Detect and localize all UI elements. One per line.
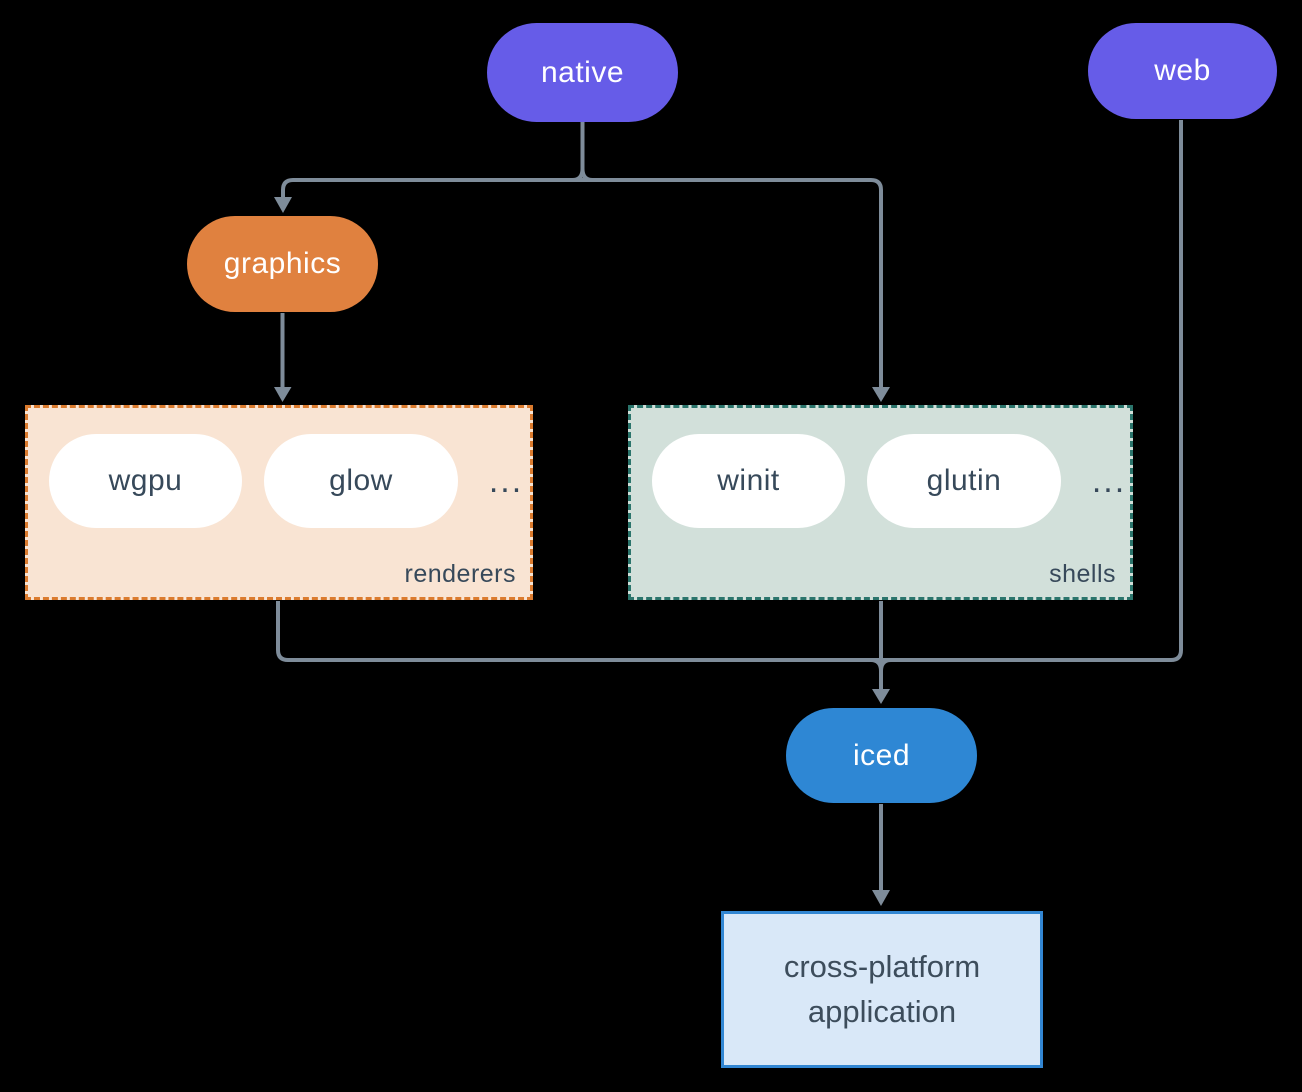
app-label-line1: cross-platform	[783, 948, 981, 984]
node-winit-label: winit	[717, 464, 780, 497]
renderers-group-label: renderers	[404, 560, 516, 588]
group-renderers: wgpu glow ... renderers	[25, 405, 533, 600]
app-label-line2: application	[807, 993, 957, 1029]
node-native-label: native	[540, 55, 625, 89]
renderers-ellipsis: ...	[488, 461, 524, 500]
arrowhead-shells	[872, 387, 890, 402]
node-wgpu: wgpu	[49, 434, 242, 528]
node-glow: glow	[264, 434, 458, 528]
node-iced-label: iced	[852, 738, 911, 772]
node-native: native	[487, 23, 678, 122]
node-glutin-label: glutin	[926, 464, 1002, 497]
node-glow-label: glow	[329, 464, 393, 497]
node-glutin: glutin	[867, 434, 1061, 528]
arrowhead-iced	[872, 689, 890, 704]
node-graphics-label: graphics	[223, 247, 342, 280]
edge-split-bar	[281, 178, 883, 390]
arrowhead-renderers	[274, 387, 292, 402]
node-web: web	[1088, 23, 1277, 119]
node-iced: iced	[786, 708, 977, 803]
edge-merge-bar	[276, 120, 1183, 662]
node-cross-platform-application: cross-platform application	[721, 911, 1043, 1068]
shells-group-label: shells	[1049, 560, 1116, 588]
shells-ellipsis: ...	[1091, 461, 1127, 500]
arrowhead-graphics	[274, 197, 292, 213]
node-graphics: graphics	[187, 216, 378, 312]
node-winit: winit	[652, 434, 845, 528]
node-web-label: web	[1154, 54, 1211, 87]
node-wgpu-label: wgpu	[108, 464, 183, 497]
group-shells: winit glutin ... shells	[628, 405, 1133, 600]
arrowhead-app	[872, 890, 890, 906]
edge-merge-flare	[870, 658, 892, 672]
